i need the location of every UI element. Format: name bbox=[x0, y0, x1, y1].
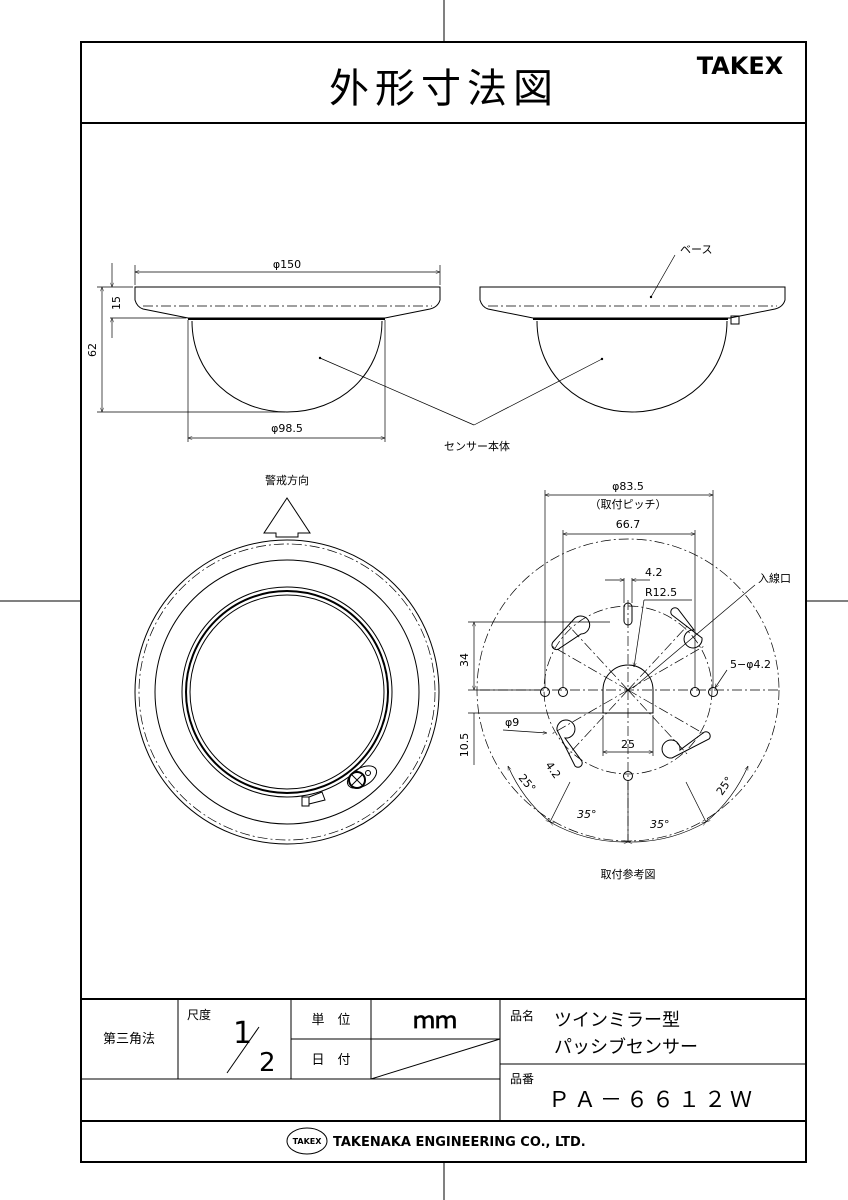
product-number-label: 品番 bbox=[510, 1072, 534, 1086]
dim-hole-span: 66.7 bbox=[616, 518, 641, 531]
dim-10-5: 10.5 bbox=[458, 733, 471, 758]
product-name-label: 品名 bbox=[510, 1008, 534, 1023]
dim-slot-4-2: 4.2 bbox=[543, 759, 564, 781]
company-name: TAKENAKA ENGINEERING CO., LTD. bbox=[333, 1135, 586, 1150]
page-title: 外形寸法図 bbox=[329, 66, 559, 112]
product-name-line1: ツインミラー型 bbox=[554, 1010, 680, 1031]
product-name-line2: パッシブセンサー bbox=[554, 1036, 698, 1058]
dim-total-height: 62 bbox=[86, 343, 99, 357]
unit-label: 単 位 bbox=[311, 1012, 350, 1028]
angle-35-left: 35° bbox=[577, 808, 597, 821]
dim-slot-width: 4.2 bbox=[645, 566, 663, 579]
label-detection-direction: 警戒方向 bbox=[265, 473, 309, 487]
dim-radius: R12.5 bbox=[645, 586, 677, 599]
dim-dome-diameter: φ98.5 bbox=[271, 422, 303, 435]
side-view-right: ベース センサー本体 bbox=[319, 243, 786, 453]
label-wire-inlet: 入線口 bbox=[758, 571, 791, 585]
dim-phi9: φ9 bbox=[505, 716, 519, 729]
svg-text:TAKEX: TAKEX bbox=[293, 1137, 323, 1146]
caption-mounting-reference: 取付参考図 bbox=[601, 867, 656, 881]
company-logo: TAKEX bbox=[286, 1127, 328, 1155]
dim-base-height: 15 bbox=[110, 296, 123, 310]
dim-34: 34 bbox=[458, 653, 471, 667]
dim-pitch: φ83.5 bbox=[612, 480, 644, 493]
front-view: 警戒方向 bbox=[134, 473, 440, 845]
label-sensor-body: センサー本体 bbox=[444, 439, 510, 453]
angle-35-right: 35° bbox=[650, 818, 670, 831]
scale-numerator: 1 bbox=[233, 1016, 252, 1051]
label-base: ベース bbox=[680, 243, 712, 256]
title-block: 第三角法 尺度 1 2 単 位 ｍｍ 日 付 品名 ツインミラー型 パッシブセン… bbox=[81, 998, 806, 1155]
dim-base-diameter: φ150 bbox=[273, 258, 301, 271]
projection-method: 第三角法 bbox=[103, 1032, 155, 1047]
angle-25-left: 25° bbox=[516, 772, 538, 795]
unit-value: ｍｍ bbox=[413, 1009, 457, 1034]
product-number: ＰＡ－６６１２Ｗ bbox=[548, 1088, 756, 1113]
scale-label: 尺度 bbox=[187, 1007, 211, 1022]
side-view-left: φ150 15 62 φ98.5 bbox=[86, 258, 441, 442]
date-label: 日 付 bbox=[311, 1053, 350, 1068]
screw-icon bbox=[346, 765, 378, 789]
scale-denominator: 2 bbox=[259, 1048, 276, 1078]
keyhole-slots bbox=[551, 607, 711, 768]
dim-pitch-note: （取付ピッチ） bbox=[590, 498, 667, 511]
mounting-reference-view: φ83.5 （取付ピッチ） 66.7 4.2 R12.5 入線口 5−φ4.2 … bbox=[458, 480, 791, 881]
brand-logo: TAKEX bbox=[697, 52, 784, 80]
dim-holes: 5−φ4.2 bbox=[730, 658, 771, 671]
sheet-border bbox=[80, 41, 807, 1163]
dim-25: 25 bbox=[621, 738, 635, 751]
arrow-up-icon bbox=[263, 497, 311, 538]
